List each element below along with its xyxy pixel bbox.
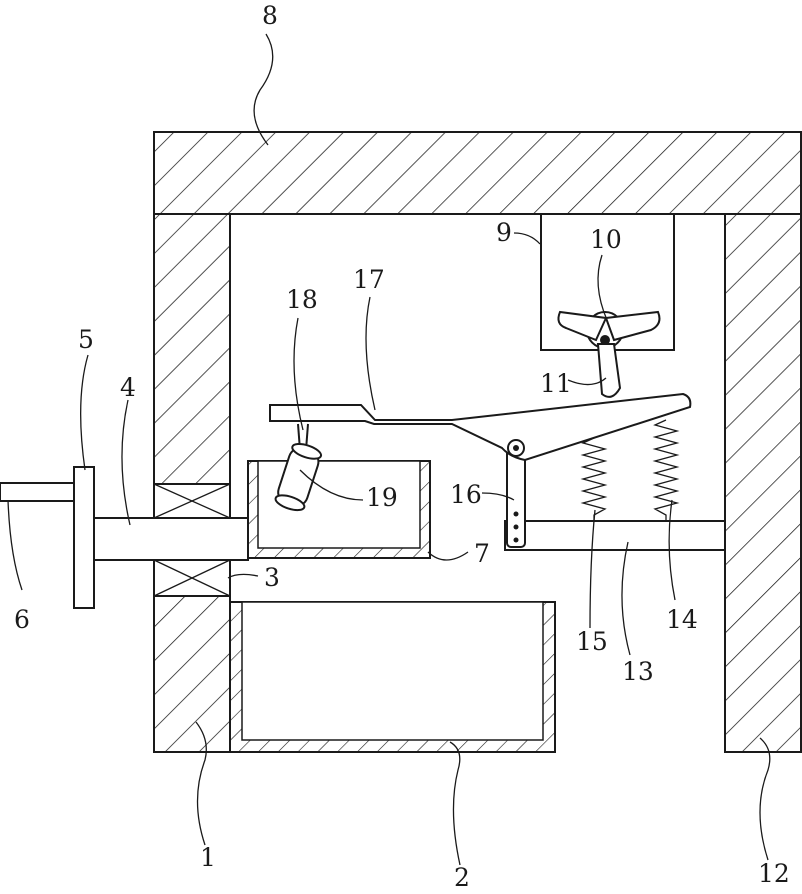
label-10: 10 xyxy=(590,225,622,254)
cam-rotor xyxy=(558,312,659,397)
flange-plate xyxy=(74,467,94,608)
spring-right xyxy=(655,420,677,521)
label-7: 7 xyxy=(474,539,490,568)
collecting-box xyxy=(230,602,555,752)
label-15: 15 xyxy=(576,627,608,656)
label-3: 3 xyxy=(264,563,280,592)
label-1: 1 xyxy=(200,843,216,872)
label-13: 13 xyxy=(622,657,654,686)
label-19: 19 xyxy=(366,483,398,512)
support-plate xyxy=(505,521,725,550)
shaft xyxy=(94,518,248,560)
label-4: 4 xyxy=(120,373,136,402)
left-wall-upper xyxy=(154,214,230,484)
lever xyxy=(270,394,690,460)
label-12: 12 xyxy=(758,859,790,888)
label-17: 17 xyxy=(353,265,385,294)
label-2: 2 xyxy=(454,863,470,889)
handle-rod xyxy=(0,483,74,501)
tray-box xyxy=(248,461,430,558)
label-16: 16 xyxy=(450,480,482,509)
top-frame xyxy=(154,132,801,214)
right-wall xyxy=(725,214,801,752)
label-6: 6 xyxy=(14,605,30,634)
label-14: 14 xyxy=(666,605,698,634)
label-8: 8 xyxy=(262,1,278,30)
label-11: 11 xyxy=(540,369,572,398)
label-9: 9 xyxy=(496,218,512,247)
spring-left xyxy=(583,438,605,521)
left-wall-lower xyxy=(154,596,230,752)
label-18: 18 xyxy=(286,285,318,314)
pivot-post xyxy=(507,446,525,547)
label-5: 5 xyxy=(78,325,94,354)
